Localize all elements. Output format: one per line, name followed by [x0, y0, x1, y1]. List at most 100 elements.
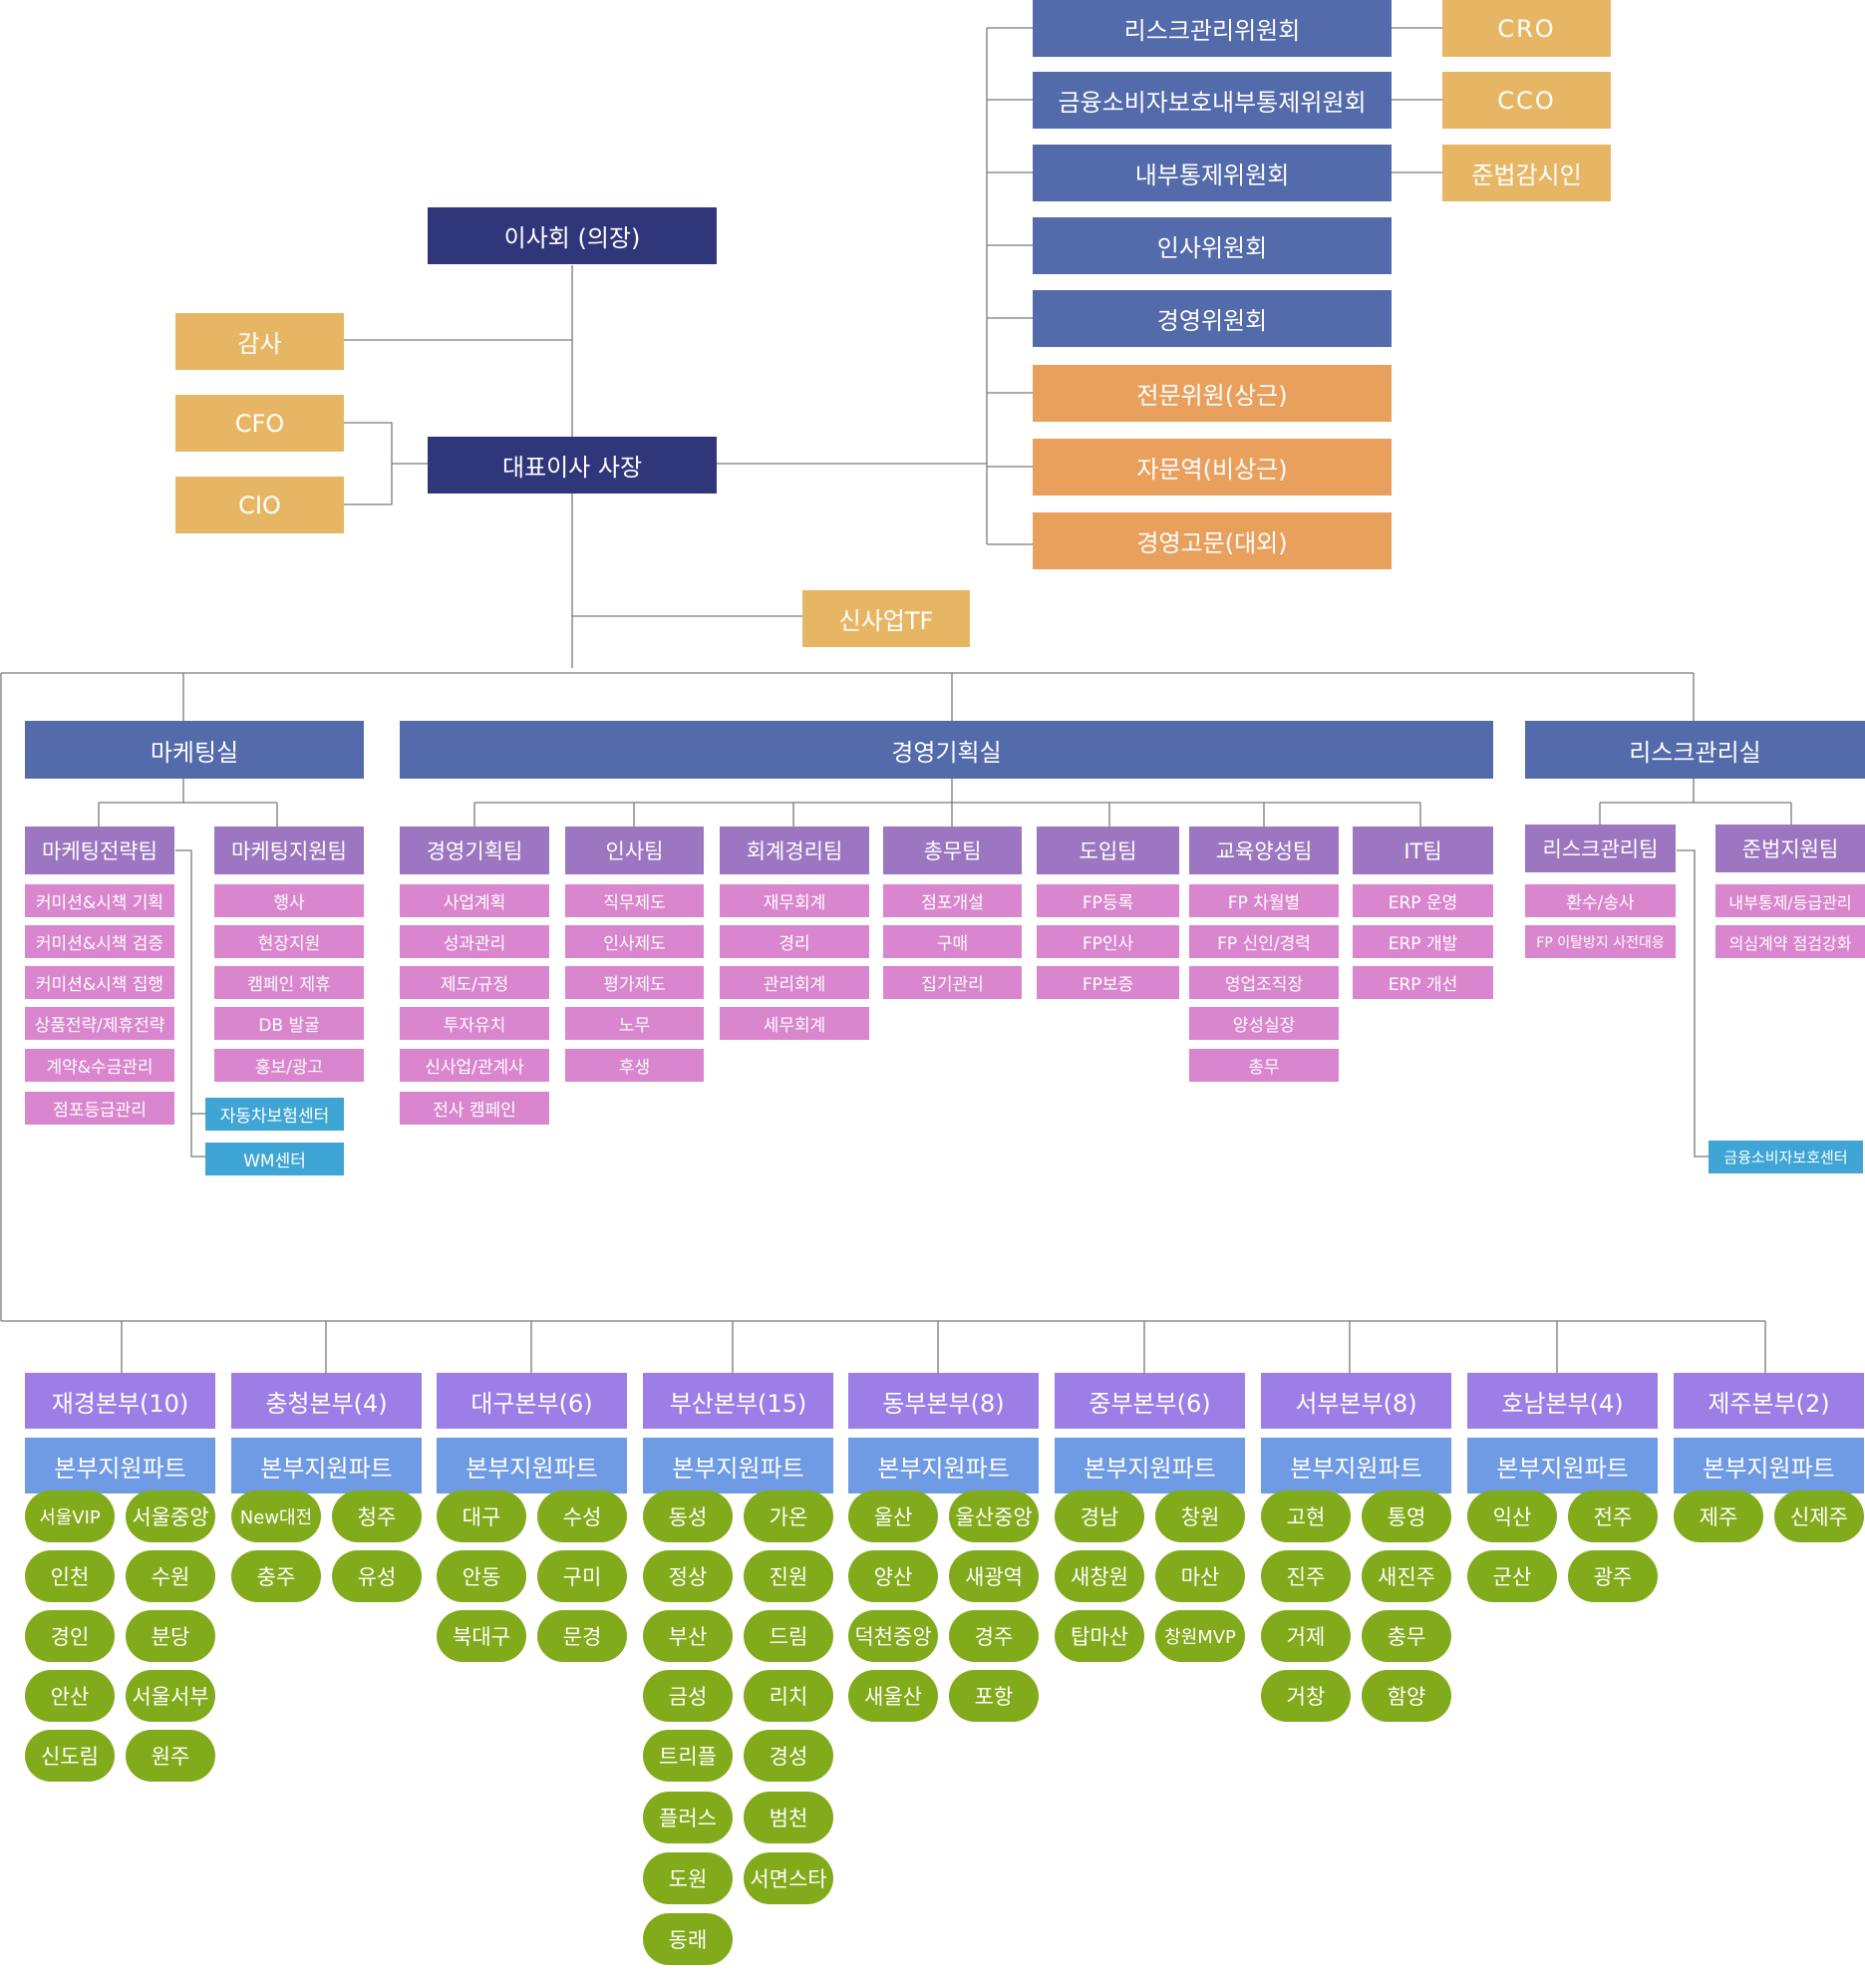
headquarters-box[interactable]: 호남본부(4)	[1467, 1373, 1658, 1429]
task-item[interactable]: 후생	[565, 1049, 704, 1082]
task-item[interactable]: FP 차월별	[1189, 884, 1339, 917]
task-item[interactable]: 홍보/광고	[214, 1049, 364, 1082]
branch-pill[interactable]: 부산	[643, 1610, 733, 1662]
officer-cro[interactable]: CRO	[1442, 0, 1611, 57]
task-item[interactable]: FP보증	[1037, 966, 1179, 999]
officer-cco[interactable]: CCO	[1442, 72, 1611, 129]
cio-box[interactable]: CIO	[175, 477, 344, 533]
branch-pill[interactable]: 원주	[126, 1730, 215, 1782]
team-risk-management[interactable]: 리스크관리팀	[1525, 825, 1676, 872]
team-hr[interactable]: 인사팀	[565, 827, 704, 874]
new-business-tf-box[interactable]: 신사업TF	[802, 590, 970, 647]
committee-internal-control[interactable]: 내부통제위원회	[1033, 145, 1392, 201]
task-item[interactable]: 평가제도	[565, 966, 704, 999]
task-item[interactable]: ERP 개발	[1353, 925, 1493, 958]
support-part-box[interactable]: 본부지원파트	[643, 1438, 833, 1493]
team-compliance-support[interactable]: 준법지원팀	[1715, 825, 1865, 872]
branch-pill[interactable]: 새진주	[1362, 1550, 1451, 1602]
branch-pill[interactable]: 문경	[537, 1610, 627, 1662]
branch-pill[interactable]: 플러스	[643, 1792, 733, 1843]
headquarters-box[interactable]: 중부본부(6)	[1055, 1373, 1245, 1429]
branch-pill[interactable]: 경성	[744, 1730, 833, 1782]
audit-box[interactable]: 감사	[175, 313, 344, 370]
branch-pill[interactable]: 트리플	[643, 1730, 733, 1782]
task-item[interactable]: 커미션&시책 기획	[25, 884, 174, 917]
branch-pill[interactable]: 창원MVP	[1155, 1610, 1245, 1662]
task-item[interactable]: FP인사	[1037, 925, 1179, 958]
branch-pill[interactable]: 진주	[1261, 1550, 1351, 1602]
task-item[interactable]: 투자유치	[400, 1007, 549, 1040]
task-item[interactable]: FP등록	[1037, 884, 1179, 917]
branch-pill[interactable]: 경주	[949, 1610, 1039, 1662]
committee-risk-management[interactable]: 리스크관리위원회	[1033, 0, 1392, 57]
branch-pill[interactable]: 정상	[643, 1550, 733, 1602]
team-management-planning[interactable]: 경영기획팀	[400, 827, 549, 874]
branch-pill[interactable]: 익산	[1467, 1491, 1557, 1542]
headquarters-box[interactable]: 서부본부(8)	[1261, 1373, 1451, 1429]
advisor-parttime[interactable]: 자문역(비상근)	[1033, 439, 1392, 496]
task-item[interactable]: 영업조직장	[1189, 966, 1339, 999]
branch-pill[interactable]: 리치	[744, 1670, 833, 1722]
center-consumer-protection[interactable]: 금융소비자보호센터	[1709, 1141, 1863, 1173]
branch-pill[interactable]: 인천	[25, 1550, 115, 1602]
support-part-box[interactable]: 본부지원파트	[1261, 1438, 1451, 1493]
support-part-box[interactable]: 본부지원파트	[1674, 1438, 1864, 1493]
task-item[interactable]: 경리	[720, 925, 869, 958]
task-item[interactable]: 신사업/관계사	[400, 1049, 549, 1082]
branch-pill[interactable]: 수원	[126, 1550, 215, 1602]
branch-pill[interactable]: 청주	[332, 1491, 422, 1542]
branch-pill[interactable]: 서울서부	[126, 1670, 215, 1722]
team-recruiting[interactable]: 도입팀	[1037, 827, 1179, 874]
branch-pill[interactable]: 도원	[643, 1852, 733, 1904]
branch-pill[interactable]: 가온	[744, 1491, 833, 1542]
task-item[interactable]: 양성실장	[1189, 1007, 1339, 1040]
branch-pill[interactable]: 구미	[537, 1550, 627, 1602]
branch-pill[interactable]: 통영	[1362, 1491, 1451, 1542]
support-part-box[interactable]: 본부지원파트	[848, 1438, 1039, 1493]
branch-pill[interactable]: 안산	[25, 1670, 115, 1722]
task-item[interactable]: 사업계획	[400, 884, 549, 917]
task-item[interactable]: 계약&수금관리	[25, 1049, 174, 1082]
board-of-directors-box[interactable]: 이사회 (의장)	[428, 207, 717, 264]
branch-pill[interactable]: 서울VIP	[25, 1491, 115, 1542]
support-part-box[interactable]: 본부지원파트	[1055, 1438, 1245, 1493]
support-part-box[interactable]: 본부지원파트	[25, 1438, 215, 1493]
advisor-fulltime[interactable]: 전문위원(상근)	[1033, 365, 1392, 422]
task-item[interactable]: FP 이탈방지 사전대응	[1525, 925, 1676, 958]
headquarters-box[interactable]: 부산본부(15)	[643, 1373, 833, 1429]
branch-pill[interactable]: 진원	[744, 1550, 833, 1602]
advisor-external[interactable]: 경영고문(대외)	[1033, 512, 1392, 569]
branch-pill[interactable]: 거창	[1261, 1670, 1351, 1722]
dept-risk-management[interactable]: 리스크관리실	[1525, 721, 1865, 779]
task-item[interactable]: 제도/규정	[400, 966, 549, 999]
center-wm[interactable]: WM센터	[205, 1143, 344, 1175]
branch-pill[interactable]: 함양	[1362, 1670, 1451, 1722]
task-item[interactable]: DB 발굴	[214, 1007, 364, 1040]
task-item[interactable]: 재무회계	[720, 884, 869, 917]
support-part-box[interactable]: 본부지원파트	[231, 1438, 422, 1493]
branch-pill[interactable]: 충주	[231, 1550, 321, 1602]
branch-pill[interactable]: New대전	[231, 1491, 321, 1542]
task-item[interactable]: 현장지원	[214, 925, 364, 958]
branch-pill[interactable]: 새창원	[1055, 1550, 1144, 1602]
branch-pill[interactable]: 신제주	[1774, 1491, 1864, 1542]
branch-pill[interactable]: 양산	[848, 1550, 938, 1602]
task-item[interactable]: FP 신인/경력	[1189, 925, 1339, 958]
branch-pill[interactable]: 탑마산	[1055, 1610, 1144, 1662]
task-item[interactable]: 성과관리	[400, 925, 549, 958]
headquarters-box[interactable]: 대구본부(6)	[437, 1373, 627, 1429]
branch-pill[interactable]: 동래	[643, 1913, 733, 1965]
branch-pill[interactable]: 창원	[1155, 1491, 1245, 1542]
branch-pill[interactable]: 경인	[25, 1610, 115, 1662]
branch-pill[interactable]: 분당	[126, 1610, 215, 1662]
task-item[interactable]: 총무	[1189, 1049, 1339, 1082]
headquarters-box[interactable]: 제주본부(2)	[1674, 1373, 1864, 1429]
task-item[interactable]: 상품전략/제휴전략	[25, 1007, 174, 1040]
task-item[interactable]: ERP 운영	[1353, 884, 1493, 917]
branch-pill[interactable]: 새울산	[848, 1670, 938, 1722]
branch-pill[interactable]: 서울중앙	[126, 1491, 215, 1542]
branch-pill[interactable]: 군산	[1467, 1550, 1557, 1602]
headquarters-box[interactable]: 동부본부(8)	[848, 1373, 1039, 1429]
task-item[interactable]: 점포개설	[883, 884, 1022, 917]
branch-pill[interactable]: 유성	[332, 1550, 422, 1602]
